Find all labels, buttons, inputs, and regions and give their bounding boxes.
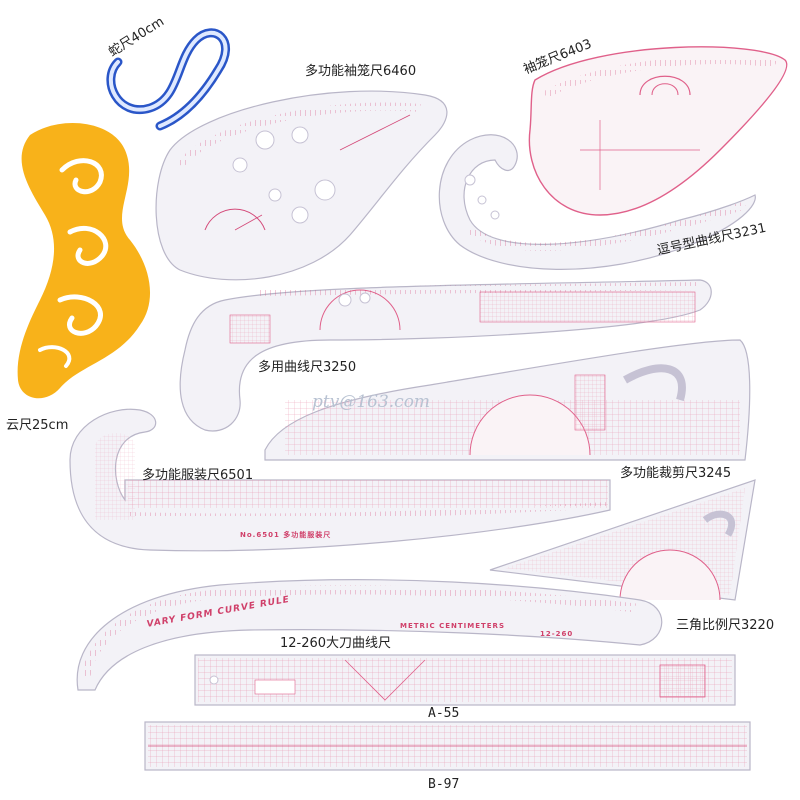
- label-big-knife: 12-260大刀曲线尺: [280, 636, 392, 651]
- sleeve-ruler-6403: [528, 46, 788, 216]
- label-cutting: 多功能裁剪尺3245: [620, 466, 732, 481]
- cutting-ruler-3245: [264, 339, 751, 461]
- ruler-print-model-6501: No.6501 多功能服装尺: [240, 531, 332, 539]
- straight-ruler-b97: [144, 721, 751, 771]
- watermark: ptv@163.com: [312, 392, 431, 412]
- sleeve-ruler-6460: [155, 90, 448, 281]
- label-b97: B-97: [428, 777, 460, 792]
- label-multi-curve: 多用曲线尺3250: [258, 360, 357, 375]
- ruler-print-model-260: 12-260: [540, 630, 574, 638]
- big-knife-ruler-12-260: [76, 579, 663, 691]
- multi-curve-ruler-3250: [179, 279, 712, 432]
- label-sleeve-multi: 多功能袖笼尺6460: [305, 64, 417, 79]
- snake-ruler: [106, 28, 230, 131]
- label-a55: A-55: [428, 706, 460, 721]
- ruler-print-centimeters: METRIC CENTIMETERS: [400, 622, 505, 630]
- label-triangle: 三角比例尺3220: [676, 618, 775, 633]
- cloud-ruler: [17, 123, 151, 399]
- label-garment: 多功能服装尺6501: [142, 468, 254, 483]
- garment-ruler-6501: [69, 408, 611, 552]
- label-cloud: 云尺25cm: [6, 418, 69, 433]
- comma-ruler-3231: [438, 134, 756, 270]
- triangle-ruler-3220: [489, 479, 756, 601]
- straight-ruler-a55: [194, 654, 736, 706]
